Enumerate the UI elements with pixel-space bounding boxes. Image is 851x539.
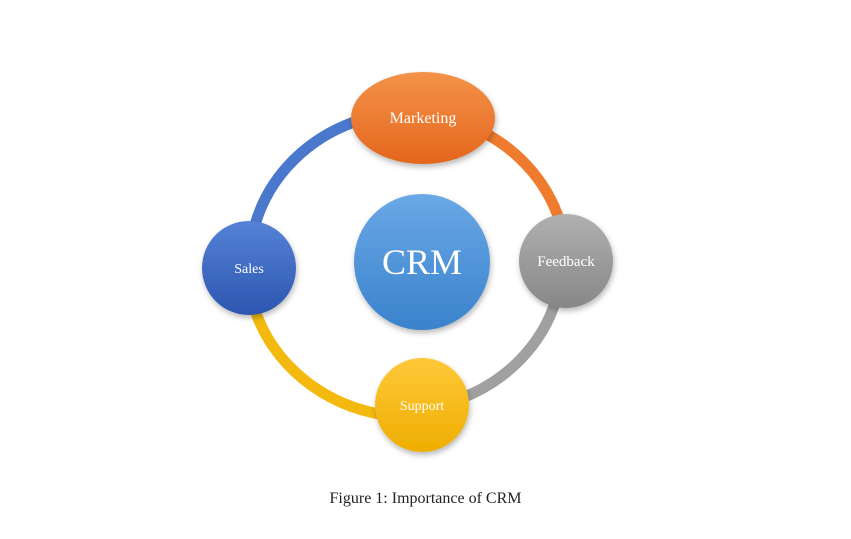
crm-center-label: CRM [382,242,462,282]
figure-caption: Figure 1: Importance of CRM [329,490,522,507]
sales-label: Sales [234,262,264,277]
feedback-label: Feedback [537,254,595,270]
arc-sales-to-marketing [249,114,362,227]
marketing-node: Marketing [351,72,495,164]
marketing-label: Marketing [390,110,457,127]
arc-feedback-to-support [459,298,562,404]
support-label: Support [400,399,444,414]
feedback-node: Feedback [519,214,613,308]
crm-center-node: CRM [354,194,490,330]
arc-support-to-sales [249,308,386,421]
support-node: Support [375,358,469,452]
sales-node: Sales [202,221,296,315]
